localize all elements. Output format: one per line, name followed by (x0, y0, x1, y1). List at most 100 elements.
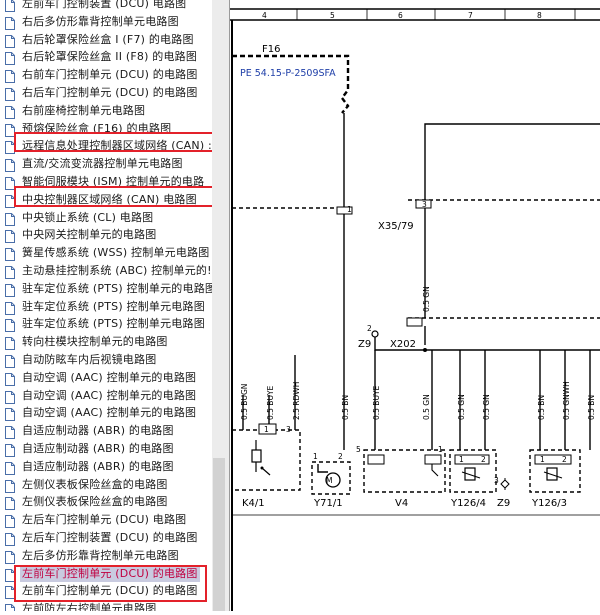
toc-item[interactable]: 自适应制动器 (ABR) 的电路图 (0, 440, 212, 458)
toc-item[interactable]: 左侧仪表板保险丝盒的电路图 (0, 476, 212, 494)
toc-item[interactable]: 中央锁止系统 (CL) 电路图 (0, 209, 212, 227)
wire-label: 0.5 GN (422, 394, 431, 420)
toc-item[interactable]: 转向柱模块控制单元的电路图 (0, 333, 212, 351)
node-x202-label: X202 (390, 339, 416, 350)
toc-item[interactable]: 左侧仪表板保险丝盒的电路图 (0, 493, 212, 511)
document-icon (5, 33, 15, 48)
document-icon (5, 424, 15, 440)
svg-text:3: 3 (286, 425, 291, 434)
document-icon (5, 228, 15, 244)
toc-item[interactable]: 左后多仿形靠背控制单元电路图 (0, 547, 212, 565)
toc-item-label: 中央控制器区域网络 (CAN) 电路图 (22, 192, 197, 206)
component-z9: 3 Z9 (494, 476, 510, 509)
document-icon (5, 389, 15, 404)
wire-branches: 0.5 BUGN 0.5 BUYE 2.5 RDWH 0.5 BN 0.5 BU… (240, 350, 596, 450)
toc-item[interactable]: 左前车门控制单元 (DCU) 的电路图 (0, 582, 212, 600)
toc-item[interactable]: 左前车门控制装置 (DCU) 电路图 (0, 0, 212, 13)
toc-item[interactable]: 中央控制器区域网络 (CAN) 电路图 (0, 191, 212, 209)
grid-number: 8 (537, 11, 542, 20)
toc-item[interactable]: 左前车门控制单元 (DCU) 的电路图 (0, 565, 212, 583)
svg-text:2: 2 (338, 452, 343, 461)
document-icon (5, 371, 15, 386)
toc-item[interactable]: 驻车定位系统 (PTS) 控制单元电路图 (0, 315, 212, 333)
document-icon (5, 584, 15, 600)
toc-item[interactable]: 右后多仿形靠背控制单元电路图 (0, 13, 212, 31)
document-icon (5, 104, 15, 119)
toc-item-label: 右后车门控制单元 (DCU) 的电路图 (22, 86, 198, 99)
document-icon (5, 335, 15, 351)
wire-label: 0.5 GN (422, 286, 431, 312)
toc-item-label: 驻车定位系统 (PTS) 控制单元电路图 (22, 317, 205, 331)
sidebar-scrollbar-thumb[interactable] (213, 458, 225, 611)
toc-item[interactable]: 预熔保险丝盒 (F16) 的电路图 (0, 120, 212, 138)
wire-label: 0.5 GNWH (562, 381, 571, 420)
toc-item-label: 右前车门控制单元 (DCU) 的电路图 (22, 68, 198, 82)
grid-number: 7 (468, 11, 473, 20)
grid-number: 6 (398, 11, 403, 20)
toc-item-label: 左侧仪表板保险丝盒的电路图 (22, 495, 168, 509)
toc-item[interactable]: 左后车门控制装置 (DCU) 的电路图 (0, 529, 212, 547)
toc-item[interactable]: 智能伺服模块 (ISM) 控制单元的电路 (0, 173, 212, 191)
toc-item[interactable]: 右前车门控制单元 (DCU) 的电路图 (0, 66, 212, 84)
node-z9-label: Z9 (358, 339, 371, 350)
toc-item-label: 自适应制动器 (ABR) 的电路图 (22, 424, 174, 438)
toc-item[interactable]: 远程信息处理控制器区域网络 (CAN) : (0, 137, 212, 155)
document-icon (5, 549, 15, 564)
toc-item-label: 左后车门控制装置 (DCU) 的电路图 (22, 531, 198, 544)
toc-item[interactable]: 左后车门控制单元 (DCU) 电路图 (0, 511, 212, 529)
svg-text:Z9: Z9 (497, 498, 510, 509)
toc-item-label: 预熔保险丝盒 (F16) 的电路图 (22, 121, 172, 135)
toc-item-label: 自适应制动器 (ABR) 的电路图 (22, 459, 174, 473)
toc-item[interactable]: 直流/交流变流器控制单元电路图 (0, 155, 212, 173)
toc-item[interactable]: 自动防眩车内后视镜电路图 (0, 351, 212, 369)
toc-item[interactable]: 驻车定位系统 (PTS) 控制单元的电路图 (0, 280, 212, 298)
toc-item-label: 右后轮罩保险丝盒 I (F7) 的电路图 (22, 32, 194, 46)
document-icon (5, 157, 15, 173)
toc-item[interactable]: 右后车门控制单元 (DCU) 的电路图 (0, 84, 212, 102)
document-icon (5, 495, 15, 511)
document-icon (5, 122, 15, 137)
toc-item[interactable]: 自动空调 (AAC) 控制单元的电路图 (0, 404, 212, 422)
document-icon (5, 50, 15, 66)
toc-item[interactable]: 右前座椅控制单元电路图 (0, 102, 212, 120)
document-icon (5, 175, 15, 190)
component-k4: 1 3 K4/1 (232, 423, 301, 509)
toc-item[interactable]: 右后轮罩保险丝盒 I (F7) 的电路图 (0, 31, 212, 49)
svg-text:Y126/4: Y126/4 (450, 498, 486, 509)
toc-item-label: 左前车门控制装置 (DCU) 电路图 (22, 0, 187, 10)
toc-item[interactable]: 右后轮罩保险丝盒 II (F8) 的电路图 (0, 48, 212, 66)
wire-label: 0.5 BN (537, 395, 546, 420)
toc-item[interactable]: 主动悬挂控制系统 (ABC) 控制单元的! (0, 262, 212, 280)
grid-number: 4 (262, 11, 267, 20)
toc-item[interactable]: 自动空调 (AAC) 控制单元的电路图 (0, 369, 212, 387)
svg-text:M: M (326, 476, 332, 485)
document-icon (5, 300, 15, 315)
toc-item[interactable]: 自适应制动器 (ABR) 的电路图 (0, 422, 212, 440)
toc-item-label: 左前车门控制单元 (DCU) 的电路图 (20, 565, 200, 582)
document-icon (5, 317, 15, 333)
toc-item[interactable]: 自适应制动器 (ABR) 的电路图 (0, 458, 212, 476)
node-pin: 2 (367, 324, 372, 333)
toc-item[interactable]: 驻车定位系统 (PTS) 控制单元电路图 (0, 298, 212, 316)
wire-label: 0.5 BN (341, 395, 350, 420)
toc-item[interactable]: 左前防左右控制单元电路图 (0, 600, 212, 611)
document-icon (5, 513, 15, 529)
document-icon (5, 211, 15, 226)
toc-tree: 左前车门控制装置 (DCU) 电路图右后多仿形靠背控制单元电路图右后轮罩保险丝盒… (0, 0, 212, 611)
wire-label: 2.5 RDWH (292, 382, 301, 420)
toc-item-label: 左后多仿形靠背控制单元电路图 (22, 548, 179, 562)
document-icon (5, 0, 15, 12)
component-y126-4: 1 2 Y126/4 (449, 449, 497, 509)
svg-text:Y71/1: Y71/1 (313, 498, 343, 509)
toc-item-label: 主动悬挂控制系统 (ABC) 控制单元的! (22, 264, 212, 277)
toc-item[interactable]: 自动空调 (AAC) 控制单元的电路图 (0, 387, 212, 405)
component-v4: 5 1 V4 (356, 445, 446, 509)
document-icon (5, 282, 15, 297)
svg-text:5: 5 (356, 445, 361, 454)
svg-text:Y126/3: Y126/3 (531, 498, 567, 509)
pane-divider[interactable] (229, 0, 230, 611)
toc-item[interactable]: 中央网关控制单元的电路图 (0, 226, 212, 244)
toc-item-label: 右前座椅控制单元电路图 (22, 103, 146, 117)
toc-item[interactable]: 簧星传感系统 (WSS) 控制单元电路图 (0, 244, 212, 262)
toc-item-label: 自动空调 (AAC) 控制单元的电路图 (22, 406, 197, 420)
